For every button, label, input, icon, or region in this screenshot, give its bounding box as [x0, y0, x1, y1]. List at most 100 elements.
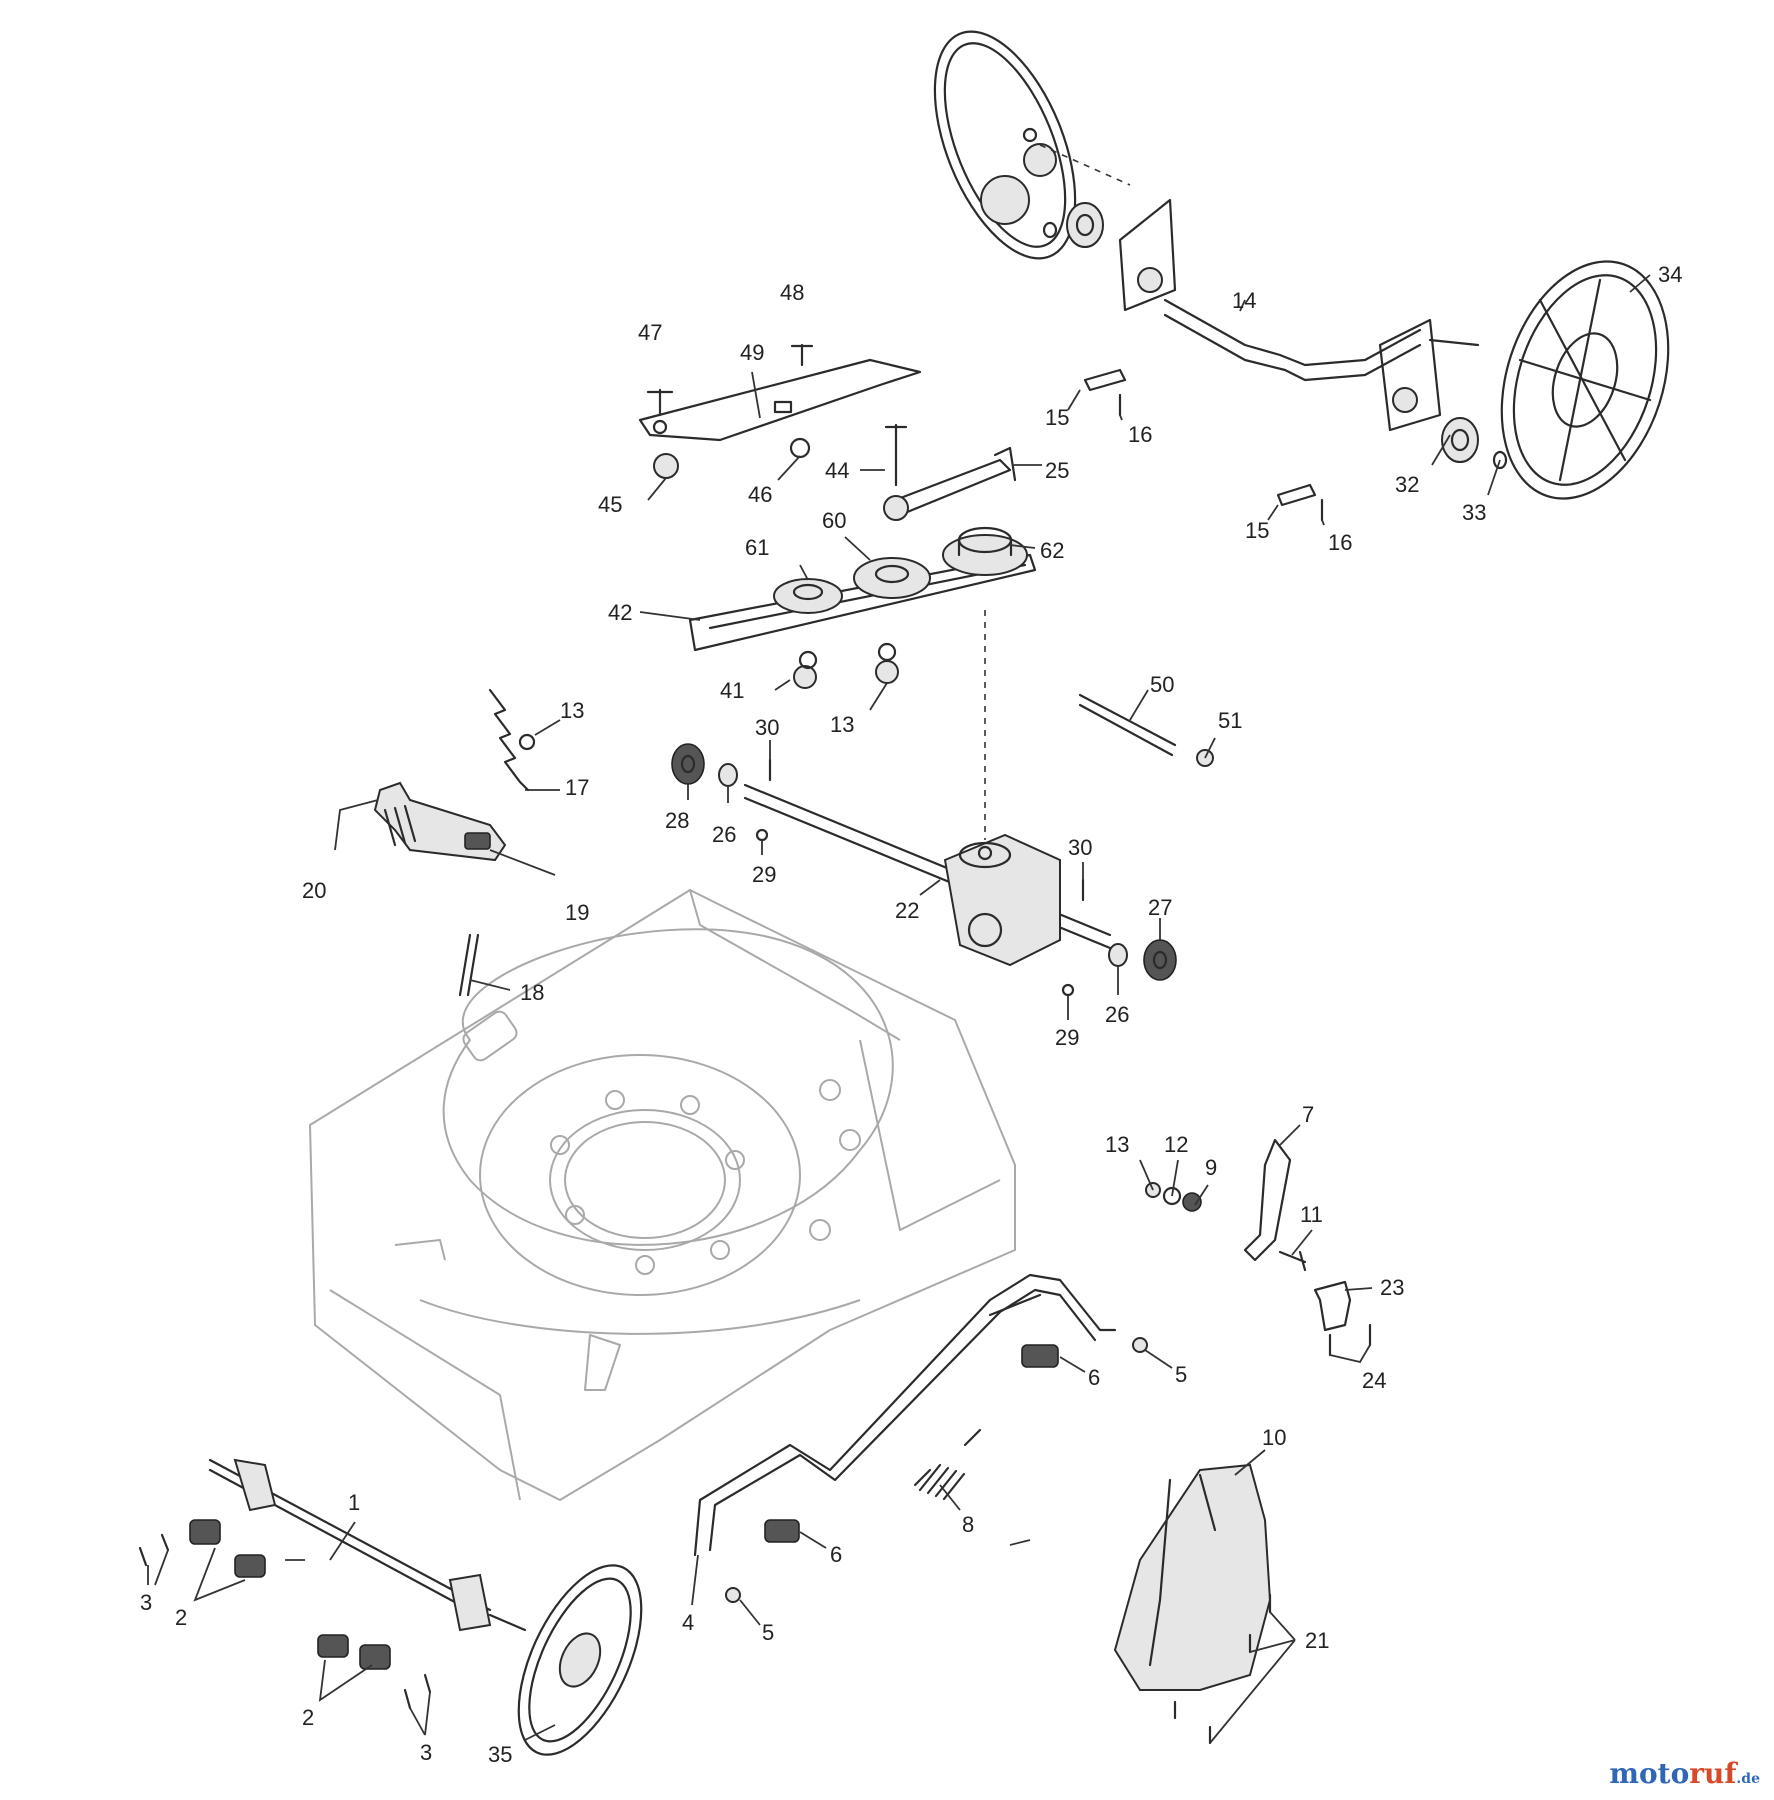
nut-13-upper: [518, 733, 536, 751]
callout-2: 2: [302, 1705, 314, 1730]
callout-26: 26: [712, 822, 736, 847]
watermark-logo: motoruf.de: [1609, 1757, 1760, 1790]
callout-29: 29: [752, 862, 776, 887]
callout-34: 34: [1658, 262, 1682, 287]
callout-3: 3: [420, 1740, 432, 1765]
gear-28: [671, 743, 705, 785]
callout-35: 35: [488, 1742, 512, 1767]
clip-29-left: [755, 828, 769, 842]
callout-3: 3: [140, 1590, 152, 1615]
callout-44: 44: [825, 458, 849, 483]
callout-42: 42: [608, 600, 632, 625]
callout-6: 6: [1088, 1365, 1100, 1390]
clip-29-right: [1061, 983, 1075, 997]
leader-lines: [147, 274, 1651, 1744]
spring-17: [488, 688, 530, 792]
callout-8: 8: [962, 1512, 974, 1537]
callout-26: 26: [1105, 1002, 1129, 1027]
callout-7: 7: [1302, 1102, 1314, 1127]
callout-10: 10: [1262, 1425, 1286, 1450]
callout-24: 24: [1362, 1368, 1386, 1393]
callout-62: 62: [1040, 538, 1064, 563]
callout-21: 21: [1305, 1628, 1329, 1653]
callout-13: 13: [1105, 1132, 1129, 1157]
bolt-48: [790, 343, 814, 367]
rear-wheel-right: [1500, 260, 1670, 500]
callout-46: 46: [748, 482, 772, 507]
callout-30: 30: [755, 715, 779, 740]
rear-wheel-bearing-right: [1441, 417, 1508, 470]
bracket-7: [1243, 1138, 1292, 1262]
callout-41: 41: [720, 678, 744, 703]
callout-labels: 1 2 2 3 3 4 5 5 6 6 7 8 9 10 11 12 13 13…: [140, 262, 1682, 1767]
callout-47: 47: [638, 320, 662, 345]
callout-16: 16: [1328, 530, 1352, 555]
callout-22: 22: [895, 898, 919, 923]
callout-25: 25: [1045, 458, 1069, 483]
callout-16: 16: [1128, 422, 1152, 447]
callout-4: 4: [682, 1610, 694, 1635]
callout-15: 15: [1045, 405, 1069, 430]
clip-2-a: [189, 1519, 221, 1545]
callout-18: 18: [520, 980, 544, 1005]
spring-8-hook: [963, 1428, 982, 1447]
bracket-plate: [638, 358, 922, 442]
callout-28: 28: [665, 808, 689, 833]
nut-9: [1182, 1192, 1202, 1212]
watermark-accent: ruf: [1689, 1757, 1737, 1790]
callout-11: 11: [1300, 1202, 1323, 1227]
callout-20: 20: [302, 878, 326, 903]
screw-5-upper: [1132, 1337, 1148, 1353]
callout-15: 15: [1245, 518, 1269, 543]
screw-5-lower: [725, 1587, 741, 1603]
pulley-60: [853, 557, 931, 599]
clip-2-c: [317, 1634, 349, 1658]
callout-60: 60: [822, 508, 846, 533]
bearing-26-right: [1108, 943, 1128, 967]
screws-3-a: [138, 1533, 170, 1567]
clip-2-b: [234, 1554, 266, 1578]
front-wheel: [517, 1564, 643, 1756]
callout-14: 14: [1232, 288, 1256, 313]
gear-27: [1143, 939, 1177, 981]
callout-6: 6: [830, 1542, 842, 1567]
screws-24: [1328, 1323, 1372, 1357]
clip-15-16-upper: [1083, 368, 1127, 417]
rear-axle: [1118, 198, 1480, 432]
watermark-main: moto: [1609, 1757, 1690, 1790]
callout-49: 49: [740, 340, 764, 365]
callout-45: 45: [598, 492, 622, 517]
callout-27: 27: [1148, 895, 1172, 920]
washer-46: [789, 437, 811, 459]
pin-18: [458, 933, 480, 997]
pulley-62: [942, 526, 1028, 576]
rear-wheel-bearing-left: [1042, 202, 1104, 248]
callout-1: 1: [348, 1490, 360, 1515]
callout-23: 23: [1380, 1275, 1404, 1300]
callout-33: 33: [1462, 500, 1486, 525]
callout-50: 50: [1150, 672, 1174, 697]
mower-deck: [309, 889, 1016, 1501]
callout-48: 48: [780, 280, 804, 305]
cover-10: [1113, 1463, 1272, 1691]
handle-lever: [693, 1273, 1117, 1557]
callout-51: 51: [1218, 708, 1242, 733]
gearbox: [943, 833, 1061, 967]
clip-15-16-lower: [1276, 483, 1324, 522]
washer-41: [798, 650, 818, 670]
screws-21: [1173, 1593, 1272, 1745]
nut-45: [653, 453, 679, 479]
callout-13: 13: [830, 712, 854, 737]
callout-29: 29: [1055, 1025, 1079, 1050]
bearing-26-left: [718, 763, 738, 787]
spring-8: [913, 1463, 966, 1501]
adjuster-lever: [373, 781, 507, 862]
callout-9: 9: [1205, 1155, 1217, 1180]
nut-13-belt: [875, 660, 899, 684]
callout-5: 5: [762, 1620, 774, 1645]
washer-13-belt: [877, 642, 897, 662]
clip-2-d: [359, 1644, 391, 1670]
bolt-44: [884, 423, 908, 487]
rod-50: [1078, 693, 1177, 757]
